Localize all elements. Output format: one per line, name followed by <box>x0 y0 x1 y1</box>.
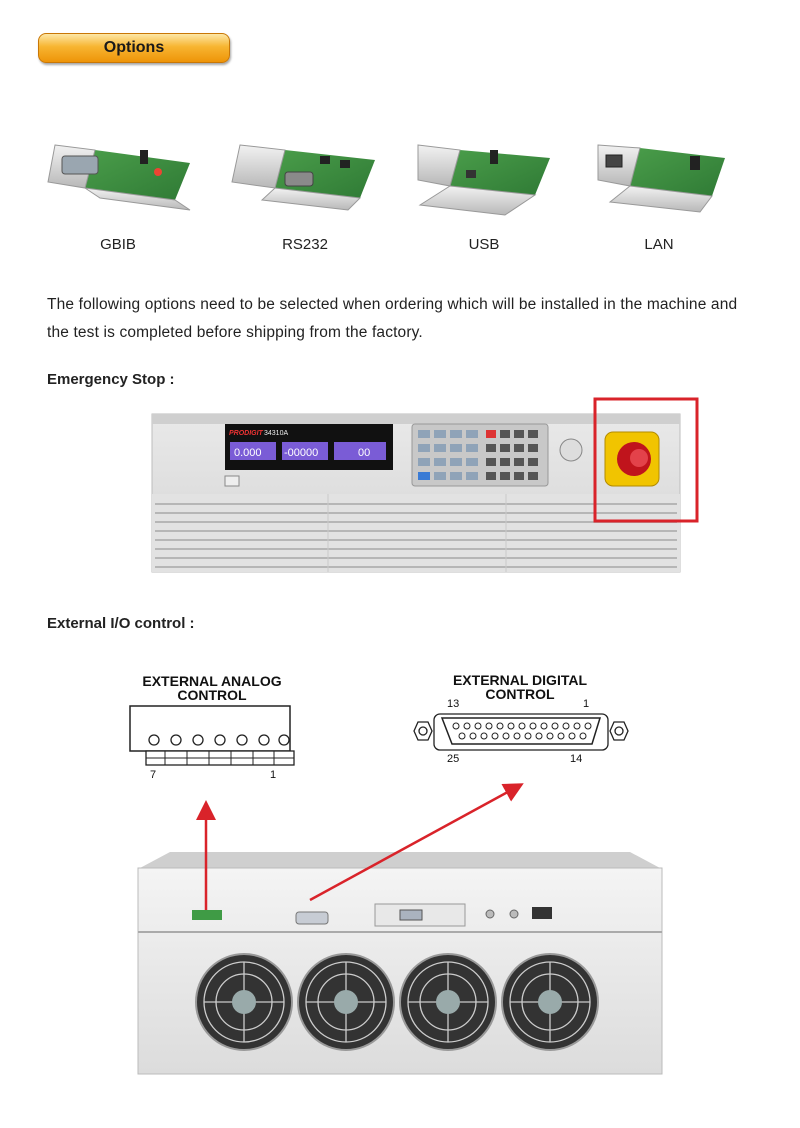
digital-pin-13: 13 <box>447 698 459 710</box>
model-text: 34310A <box>264 430 288 437</box>
readout-voltage: 0.000 <box>234 447 262 459</box>
card-label-usb: USB <box>468 236 500 253</box>
digital-pin-14: 14 <box>570 753 582 765</box>
digital-arrow <box>309 783 524 902</box>
analog-title-line1: EXTERNAL ANALOG <box>142 673 281 689</box>
external-io-title: External I/O control : <box>47 615 195 632</box>
option-cards-images <box>47 144 725 216</box>
digital-pin-1: 1 <box>583 698 589 710</box>
card-label-lan: LAN <box>644 236 674 253</box>
analog-title-line2: CONTROL <box>177 687 247 703</box>
options-header: Options <box>38 33 230 63</box>
analog-pin-right: 1 <box>270 769 276 781</box>
analog-terminal-block <box>129 705 295 766</box>
emergency-stop-photo: PRODIGIT 34310A 0.000 -00000 00 <box>151 397 699 573</box>
emergency-stop-title: Emergency Stop : <box>47 371 175 388</box>
options-title: Options <box>103 39 165 56</box>
card-label-rs232: RS232 <box>282 236 328 253</box>
readout-current: -00000 <box>284 447 318 459</box>
rear-panel-photo <box>137 852 663 1075</box>
digital-title-line2: CONTROL <box>485 686 555 702</box>
rs232-card-image <box>231 144 375 211</box>
digital-pin-25: 25 <box>447 753 459 765</box>
gbib-card-image <box>47 144 191 211</box>
lan-card-image <box>597 144 725 213</box>
digital-title-line1: EXTERNAL DIGITAL <box>453 672 587 688</box>
intro-paragraph: The following options need to be selecte… <box>47 296 738 341</box>
card-label-gbib: GBIB <box>100 236 136 253</box>
brand-text: PRODIGIT <box>229 430 264 437</box>
usb-card-image <box>417 144 550 216</box>
analog-pin-left: 7 <box>150 769 156 781</box>
readout-power: 00 <box>358 447 370 459</box>
emergency-stop-highlight <box>593 397 699 523</box>
digital-db25-connector <box>413 713 629 751</box>
external-io-diagram: EXTERNAL ANALOG CONTROL 7 1 EXTERNAL DIG… <box>129 672 663 1075</box>
